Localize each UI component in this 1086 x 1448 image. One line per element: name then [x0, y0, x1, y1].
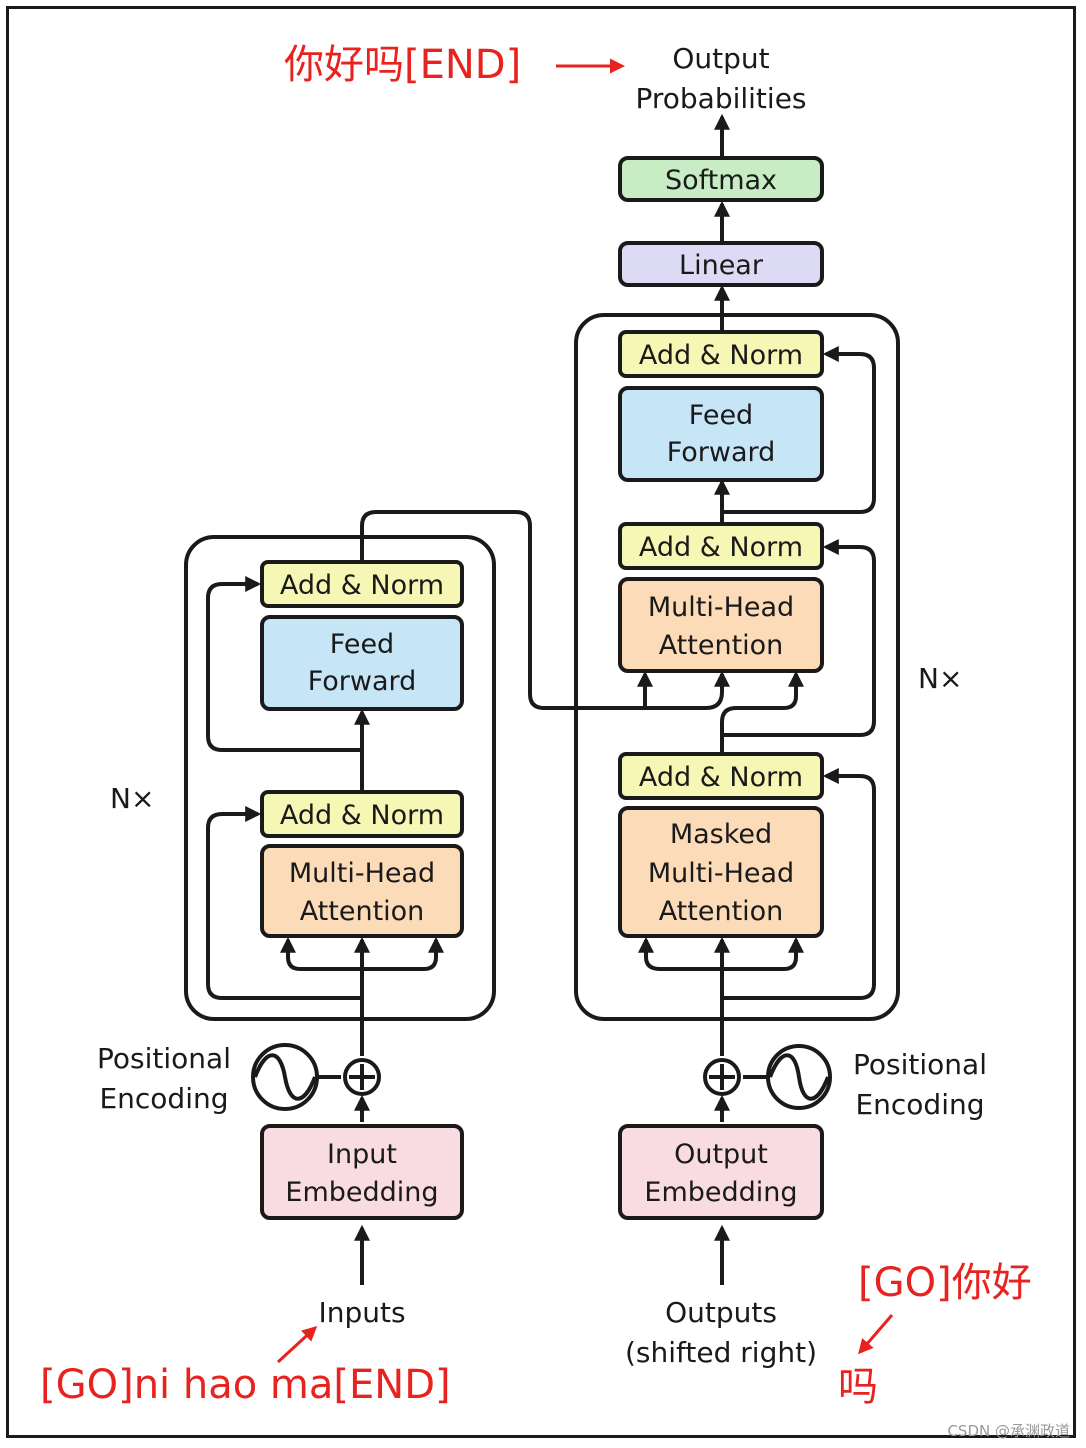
output-embedding: Output Embedding	[618, 1124, 824, 1220]
encoder-multi-head-attention: Multi-Head Attention	[260, 844, 464, 938]
decoder-masked-attention-line2: Multi-Head	[648, 858, 794, 889]
decoder-add-norm-top-label: Add & Norm	[639, 340, 803, 371]
decoder-masked-attention-line1: Masked	[670, 819, 772, 850]
decoder-positional-encoding-line2: Encoding	[855, 1088, 984, 1121]
softmax-box: Softmax	[618, 156, 824, 202]
output-probabilities-line1: Output	[672, 42, 769, 75]
encoder-feed-forward-line2: Forward	[308, 666, 417, 697]
annotation-decoder-input-line2: 吗	[838, 1364, 878, 1410]
encoder-attention-line1: Multi-Head	[289, 858, 435, 889]
output-probabilities-line2: Probabilities	[635, 82, 806, 115]
encoder-positional-encoding-line2: Encoding	[99, 1082, 228, 1115]
encoder-positional-encoding-line1: Positional	[97, 1042, 231, 1075]
output-embedding-line2: Embedding	[644, 1177, 797, 1208]
linear-box: Linear	[618, 241, 824, 287]
encoder-feed-forward-line1: Feed	[330, 629, 394, 660]
annotation-input-text: [GO]ni hao ma[END]	[40, 1362, 451, 1408]
encoder-block	[184, 535, 496, 1021]
annotation-decoder-input-arrow	[858, 1314, 894, 1355]
linear-label: Linear	[679, 250, 764, 281]
input-embedding: Input Embedding	[260, 1124, 464, 1220]
encoder-add-norm-top: Add & Norm	[260, 560, 464, 608]
encoder-attention-line2: Attention	[300, 896, 425, 927]
annotation-output-text: 你好吗[END]	[284, 42, 521, 88]
decoder-add-circle	[703, 1058, 741, 1096]
decoder-attention-line1: Multi-Head	[648, 592, 794, 623]
annotation-input-arrow	[276, 1325, 318, 1364]
encoder-n-label: N×	[110, 782, 154, 815]
decoder-multi-head-attention: Multi-Head Attention	[618, 577, 824, 673]
decoder-add-norm-bottom: Add & Norm	[618, 752, 824, 800]
decoder-positional-encoding-line1: Positional	[853, 1048, 987, 1081]
encoder-add-circle	[343, 1058, 381, 1096]
encoder-add-norm-bottom-label: Add & Norm	[280, 800, 444, 831]
encoder-feed-forward: Feed Forward	[260, 615, 464, 711]
decoder-sine-wave-icon	[766, 1044, 832, 1110]
watermark: CSDN @承渊政道	[947, 1422, 1070, 1440]
diagram-frame	[6, 6, 1076, 1438]
encoder-add-norm-top-label: Add & Norm	[280, 570, 444, 601]
decoder-masked-attention-line3: Attention	[659, 896, 784, 927]
annotation-decoder-input-line1: [GO]你好	[858, 1260, 1032, 1306]
decoder-attention-line2: Attention	[659, 630, 784, 661]
decoder-block	[574, 313, 900, 1021]
input-embedding-line1: Input	[327, 1139, 397, 1170]
decoder-add-norm-top: Add & Norm	[618, 330, 824, 378]
encoder-add-norm-bottom: Add & Norm	[260, 790, 464, 838]
decoder-connections	[638, 113, 876, 1285]
decoder-feed-forward: Feed Forward	[618, 386, 824, 482]
outputs-label-line1: Outputs	[665, 1296, 777, 1329]
decoder-feed-forward-line1: Feed	[689, 400, 753, 431]
decoder-add-norm-middle-label: Add & Norm	[639, 532, 803, 563]
decoder-masked-multi-head-attention: Masked Multi-Head Attention	[618, 806, 824, 938]
decoder-add-norm-middle: Add & Norm	[618, 522, 824, 570]
input-embedding-line2: Embedding	[285, 1177, 438, 1208]
softmax-label: Softmax	[665, 165, 777, 196]
inputs-label: Inputs	[318, 1296, 405, 1329]
decoder-feed-forward-line2: Forward	[667, 437, 776, 468]
decoder-add-norm-bottom-label: Add & Norm	[639, 762, 803, 793]
encoder-sine-wave-icon	[251, 1043, 319, 1111]
decoder-n-label: N×	[918, 662, 962, 695]
outputs-label-line2: (shifted right)	[625, 1336, 817, 1369]
output-embedding-line1: Output	[674, 1139, 768, 1170]
